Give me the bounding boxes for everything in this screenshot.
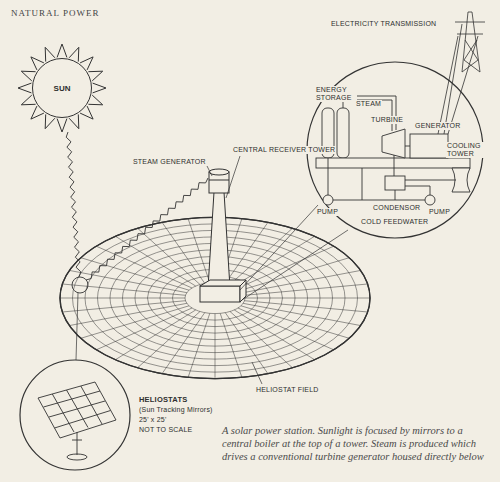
drawing-part	[238, 308, 334, 350]
part-label: HELIOSTATS	[138, 396, 188, 404]
part-label: STEAM GENERATOR	[132, 158, 207, 166]
drawing-part	[138, 312, 201, 368]
drawing-part	[96, 308, 192, 350]
part-label: HELIOSTAT FIELD	[255, 386, 320, 394]
drawing-part	[188, 313, 210, 377]
drawing-part	[185, 282, 245, 313]
part-label: COOLING TOWER	[446, 142, 484, 158]
node-label: SUN	[54, 84, 71, 93]
drawing-part	[93, 83, 106, 93]
drawing-part	[69, 303, 186, 325]
drawing-part	[188, 219, 210, 283]
drawing-part	[66, 132, 81, 277]
drawing-part	[238, 246, 334, 288]
drawing-part	[234, 310, 314, 360]
note: NOT TO SCALE	[138, 426, 193, 434]
drawing-part	[57, 119, 67, 132]
drawing-part	[245, 298, 370, 299]
part-label: CONDENSOR	[372, 204, 421, 212]
drawing-part	[115, 236, 195, 286]
drawing-part	[245, 301, 368, 312]
drawing-part	[245, 284, 368, 295]
drawing-part	[69, 270, 186, 292]
drawing-part	[243, 303, 360, 325]
part-label: COLD FEEDWATER	[360, 218, 429, 226]
drawing-part	[162, 222, 205, 283]
part-label: TURBINE	[370, 116, 404, 124]
part-label: ELECTRICITY TRANSMISSION	[330, 20, 437, 28]
drawing-part	[162, 313, 205, 374]
part-label: STEAM	[355, 100, 382, 108]
note: (Sun Tracking Mirrors)	[138, 406, 214, 414]
dimension: 25' x 25'	[138, 416, 167, 424]
drawing-part	[96, 246, 192, 288]
drawing-part	[138, 228, 201, 284]
drawing-part	[115, 310, 195, 360]
drawing-part	[225, 222, 268, 283]
drawing-part	[230, 312, 293, 368]
part-label: GENERATOR	[414, 122, 462, 130]
caption: A solar power station. Sunlight is focus…	[222, 424, 494, 463]
drawing-part	[215, 314, 216, 379]
drawing-part	[81, 306, 189, 339]
drawing-part	[241, 306, 349, 339]
drawing-part	[243, 270, 360, 292]
drawing-part	[18, 83, 31, 93]
drawing-part	[220, 313, 242, 377]
drawing-part	[57, 44, 67, 57]
part-label: CENTRAL RECEIVER TOWER	[232, 146, 336, 154]
drawing-part	[62, 301, 185, 312]
running-head: NATURAL POWER	[10, 8, 100, 18]
part-label: ENERGY STORAGE	[315, 86, 357, 102]
drawing-part	[60, 298, 185, 299]
drawing-part	[241, 258, 349, 291]
drawing-part	[81, 258, 189, 291]
drawing-part	[230, 228, 293, 284]
drawing-part	[225, 313, 268, 374]
sun-circle: SUN	[32, 58, 92, 118]
drawing-part	[62, 284, 185, 295]
part-label: PUMP	[316, 208, 339, 216]
part-label: PUMP	[428, 208, 451, 216]
drawing-part	[86, 178, 208, 280]
